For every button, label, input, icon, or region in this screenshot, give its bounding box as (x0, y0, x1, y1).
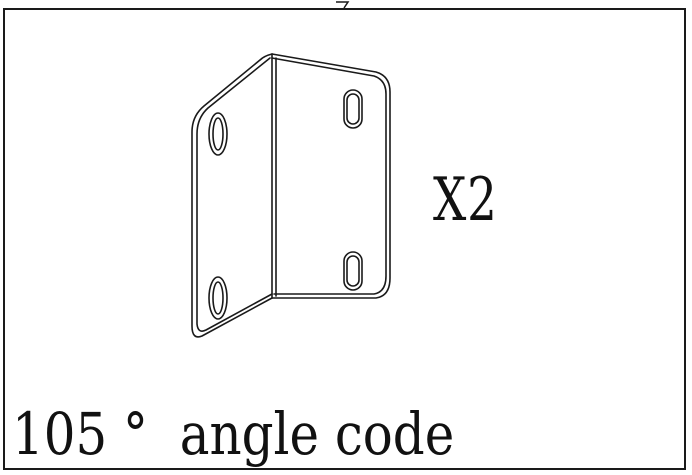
angle-bracket-icon (191, 53, 391, 338)
part-card (3, 8, 686, 470)
quantity-label: X2 (433, 165, 498, 235)
part-caption: 105 ° angle code (12, 400, 455, 468)
top-edge-mark (336, 1, 350, 9)
